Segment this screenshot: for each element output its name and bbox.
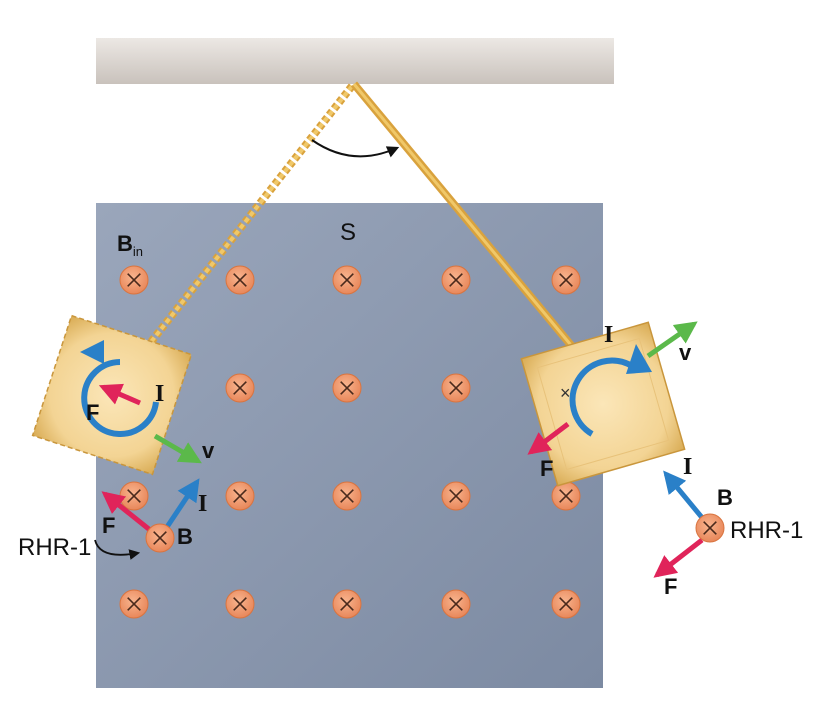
right-rhr-current-label: I — [683, 454, 692, 480]
left-rhr-force-label: F — [102, 513, 115, 538]
left-force-arrow — [98, 383, 141, 406]
field-marker-icon — [332, 265, 362, 295]
field-marker-icon — [332, 373, 362, 403]
field-marker-icon — [332, 589, 362, 619]
field-marker-icon — [441, 373, 471, 403]
rhr-field-markers — [145, 513, 725, 553]
right-rhr-force-arrow — [653, 538, 704, 578]
field-marker-icon — [551, 481, 581, 511]
left-rhr-field-label: B — [177, 524, 193, 549]
right-current-label: I — [604, 322, 613, 348]
left-velocity-label: v — [202, 438, 215, 463]
right-rhr-force-label: F — [664, 574, 677, 599]
field-marker-icon — [225, 589, 255, 619]
swing-arc-icon — [311, 139, 400, 158]
field-marker-icon — [551, 589, 581, 619]
field-marker-icon — [119, 481, 149, 511]
field-marker-icon — [441, 265, 471, 295]
field-marker-icon — [441, 589, 471, 619]
right-force-label: F — [540, 456, 553, 481]
right-rhr-rule-label: RHR-1 — [730, 517, 803, 544]
right-rhr-current-arrow — [663, 470, 706, 522]
field-marker-icon — [332, 481, 362, 511]
field-marker-icon — [225, 373, 255, 403]
left-force-label: F — [86, 400, 99, 425]
field-markers — [119, 265, 581, 619]
left-rhr-current-arrow — [162, 478, 200, 532]
rhr-field-marker-icon — [695, 513, 725, 543]
right-rhr-field-label: B — [717, 485, 733, 510]
right-plate-center-marker-icon: × — [560, 383, 571, 403]
right-current-loop-icon — [569, 344, 652, 437]
left-rhr-rule-label: RHR-1 — [18, 534, 91, 561]
field-marker-icon — [225, 265, 255, 295]
ceiling — [96, 38, 614, 84]
field-marker-icon — [119, 265, 149, 295]
left-rhr-current-label: I — [198, 491, 207, 517]
field-label: Bin — [117, 231, 143, 259]
rhr-field-marker-icon — [145, 523, 175, 553]
right-velocity-arrow — [646, 321, 698, 359]
field-marker-icon — [441, 481, 471, 511]
rhr-arc-left-icon — [94, 539, 141, 560]
field-marker-icon — [551, 265, 581, 295]
left-rhr-force-arrow — [101, 491, 152, 532]
left-current-label: I — [155, 381, 164, 407]
left-velocity-arrow — [153, 433, 202, 464]
field-marker-icon — [119, 589, 149, 619]
field-marker-icon — [225, 481, 255, 511]
left-current-loop-icon — [80, 340, 159, 437]
region-label: S — [340, 219, 356, 246]
right-force-arrow — [527, 422, 570, 455]
right-velocity-label: v — [679, 340, 692, 365]
